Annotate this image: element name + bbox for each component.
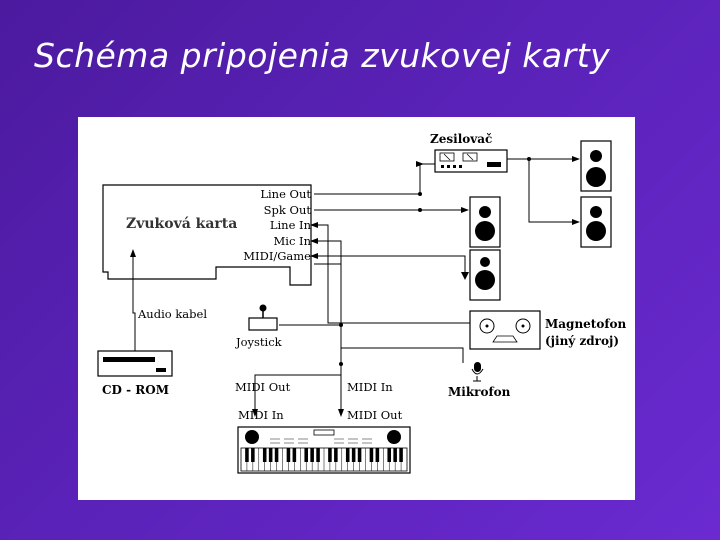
midi-keyboard-in-label: MIDI In	[238, 408, 284, 422]
microphone-label: Mikrofon	[448, 385, 511, 399]
sound-card	[102, 184, 312, 286]
diagram-panel: Zvuková karta Line Out Spk Out Line In M…	[78, 117, 635, 500]
amplifier-label: Zesilovač	[430, 132, 492, 146]
midi-keyboard-out-label: MIDI Out	[347, 408, 403, 422]
port-line-in-label: Line In	[270, 218, 312, 232]
midi-keyboard	[237, 426, 411, 474]
tape-deck-label-line1: Magnetofon	[545, 317, 627, 331]
port-midi-game-label: MIDI/Game	[243, 249, 311, 263]
arrowheads	[130, 156, 580, 417]
joystick	[248, 304, 278, 331]
midi-card-out-label: MIDI Out	[235, 380, 291, 394]
cd-rom-drive	[97, 350, 173, 377]
tape-deck	[469, 310, 541, 350]
amplifier	[434, 149, 508, 173]
cd-rom-label: CD - ROM	[102, 383, 169, 397]
tape-deck-label-line2: (jiný zdroj)	[545, 334, 619, 348]
microphone-icon	[471, 362, 484, 382]
port-mic-in-label: Mic In	[274, 234, 312, 248]
keyboard-keys	[245, 448, 403, 471]
speaker-mid-right	[580, 196, 612, 248]
slide-title: Schéma pripojenia zvukovej karty	[34, 36, 611, 75]
port-line-out-label: Line Out	[260, 187, 311, 201]
joystick-label: Joystick	[235, 335, 283, 349]
speaker-mid-left	[469, 196, 501, 248]
connection-lines	[132, 158, 576, 413]
speaker-lower-left	[469, 249, 501, 301]
midi-card-in-label: MIDI In	[347, 380, 393, 394]
speaker-top-right	[580, 140, 612, 192]
port-spk-out-label: Spk Out	[264, 203, 312, 217]
sound-card-label: Zvuková karta	[126, 216, 237, 232]
junction-dots	[339, 157, 531, 366]
audio-cable-label: Audio kabel	[137, 307, 207, 321]
